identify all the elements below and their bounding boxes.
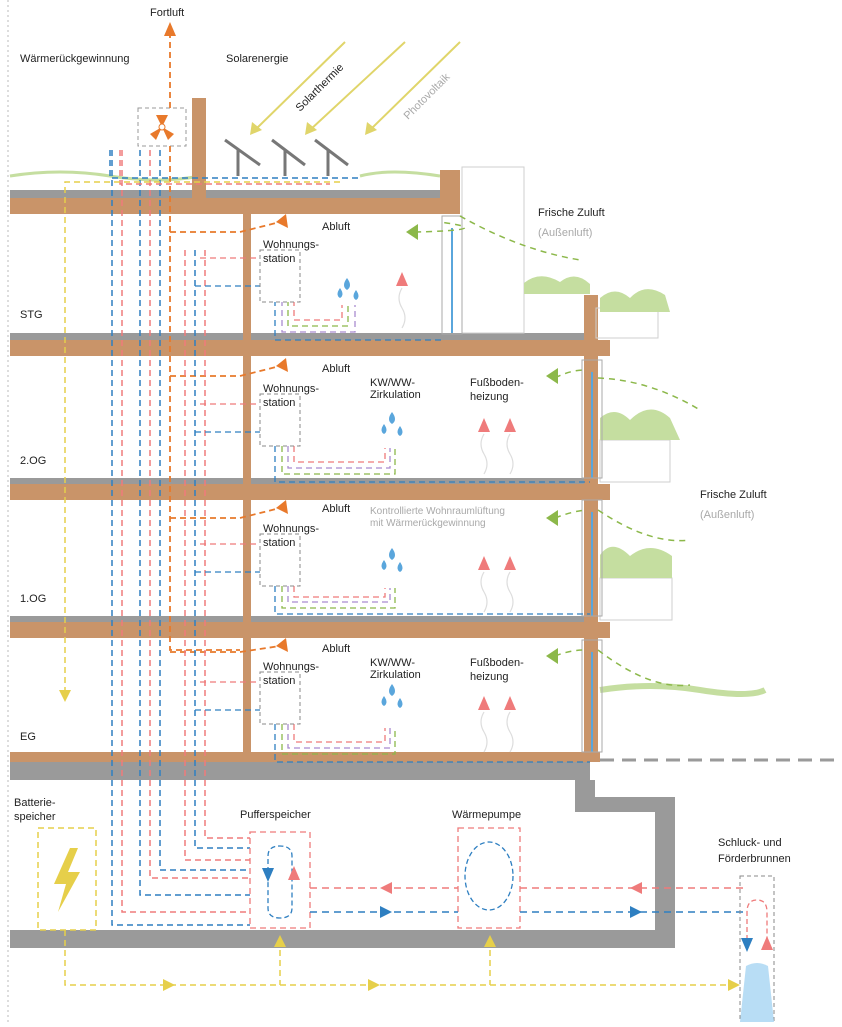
label-station-stg-1: Wohnungs-	[263, 239, 319, 251]
label-abluft-1og: Abluft	[322, 503, 350, 515]
label-fbh-2og-2: heizung	[470, 391, 509, 403]
electric-lines	[64, 181, 740, 986]
label-abluft-stg: Abluft	[322, 221, 350, 233]
label-floor-1og: 1.OG	[20, 593, 46, 605]
label-kwww-eg-2: Zirkulation	[370, 669, 421, 681]
label-waermerueckgewinnung: Wärmerückgewinnung	[20, 53, 129, 65]
buffer-tank-box	[249, 831, 311, 929]
label-floor-2og: 2.OG	[20, 455, 46, 467]
label-kontrolliert-2: mit Wärmerückgewinnung	[370, 518, 486, 529]
label-floor-stg: STG	[20, 309, 43, 321]
exhaust-ducts	[169, 30, 281, 653]
fresh-air-arrowheads	[406, 224, 558, 664]
water-drop-icons	[337, 278, 403, 708]
buffer-tank-loop	[267, 845, 293, 919]
sun-arrows	[254, 41, 461, 131]
label-batterie-1: Batterie-	[14, 797, 56, 809]
basement-flow-arrows	[380, 882, 642, 918]
label-station-1og-1: Wohnungs-	[263, 523, 319, 535]
buffer-down-arrow	[262, 868, 274, 882]
label-aussenluft-top: (Außenluft)	[538, 227, 592, 239]
label-station-2og-1: Wohnungs-	[263, 383, 319, 395]
roof-greenery	[9, 170, 441, 182]
heat-pump-box	[457, 827, 521, 929]
label-frische-zuluft-mid: Frische Zuluft	[700, 489, 767, 501]
label-station-1og-2: station	[263, 537, 295, 549]
well-up-arrow	[761, 936, 773, 950]
label-fbh-2og-1: Fußboden-	[470, 377, 524, 389]
label-kwww-2og-2: Zirkulation	[370, 389, 421, 401]
terrace-plants	[524, 276, 767, 697]
sun-arrowheads	[250, 122, 377, 135]
electric-arrowheads	[59, 690, 740, 991]
label-schluck-1: Schluck- und	[718, 837, 782, 849]
fresh-air-flows	[414, 215, 701, 687]
fan-icon	[150, 115, 174, 140]
concrete-slabs	[10, 190, 675, 948]
label-waermepumpe: Wärmepumpe	[452, 809, 521, 821]
well-loop	[746, 899, 768, 940]
label-kontrolliert-1: Kontrollierte Wohnraumlüftung	[370, 506, 505, 517]
heat-recovery-unit	[137, 107, 187, 147]
basement-flows	[310, 887, 745, 913]
label-aussenluft-mid: (Außenluft)	[700, 509, 754, 521]
label-floor-eg: EG	[20, 731, 36, 743]
label-batterie-2: speicher	[14, 811, 56, 823]
well-down-arrow	[741, 938, 753, 952]
buffer-up-arrow	[288, 866, 300, 880]
label-station-eg-2: station	[263, 675, 295, 687]
label-abluft-eg: Abluft	[322, 643, 350, 655]
groundwater-icon	[740, 963, 774, 1022]
label-fbh-eg-2: heizung	[470, 671, 509, 683]
label-photovoltaik: Photovoltaik	[402, 71, 453, 122]
label-solarenergie: Solarenergie	[226, 53, 288, 65]
solar-panels	[224, 138, 349, 176]
lightning-icon	[54, 848, 80, 912]
label-kwww-eg-1: KW/WW-	[370, 657, 415, 669]
label-frische-zuluft-top: Frische Zuluft	[538, 207, 605, 219]
label-fbh-eg-1: Fußboden-	[470, 657, 524, 669]
label-fortluft: Fortluft	[150, 7, 184, 19]
window-frames	[441, 215, 603, 753]
label-pufferspeicher: Pufferspeicher	[240, 809, 311, 821]
riser-pipes	[109, 150, 360, 926]
label-kwww-2og-1: KW/WW-	[370, 377, 415, 389]
apartment-stations	[259, 249, 301, 725]
label-station-eg-1: Wohnungs-	[263, 661, 319, 673]
facade-windows	[451, 228, 593, 752]
label-schluck-2: Förderbrunnen	[718, 853, 791, 865]
label-solarthermie: Solarthermie	[294, 62, 347, 115]
floor-distribution	[195, 257, 590, 763]
exhaust-arrowheads	[164, 22, 288, 652]
floor-heating-arrows	[396, 272, 516, 753]
heat-pump-loop	[464, 841, 514, 911]
label-station-stg-2: station	[263, 253, 295, 265]
label-station-2og-2: station	[263, 397, 295, 409]
label-abluft-2og: Abluft	[322, 363, 350, 375]
